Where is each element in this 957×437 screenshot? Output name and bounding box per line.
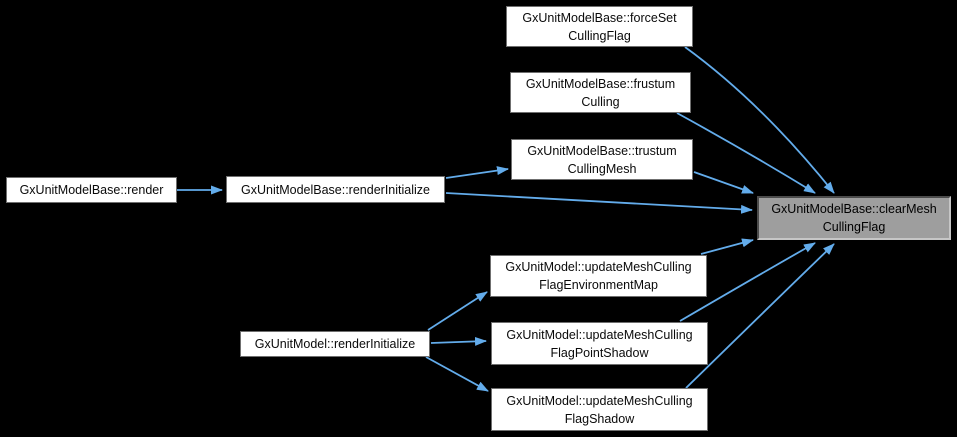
node-update-mesh-culling-flag-shadow[interactable]: GxUnitModel::updateMeshCulling FlagShado… <box>491 388 708 431</box>
node-label-line: GxUnitModelBase::renderInitialize <box>241 182 430 197</box>
edge-environmentmap-to-clearmeshcullingflag <box>700 238 754 255</box>
node-label-line: Culling <box>581 94 620 109</box>
edge-pointshadow-to-clearmeshcullingflag <box>679 242 816 322</box>
node-label-line: FlagEnvironmentMap <box>539 278 658 292</box>
edge-frustumculling-to-clearmeshcullingflag <box>676 112 816 194</box>
node-label-line: FlagShadow <box>564 411 635 426</box>
node-label-line: FlagPointShadow <box>550 345 649 360</box>
node-label-line: GxUnitModelBase::trustum <box>527 143 677 158</box>
node-label-line: GxUnitModelBase::frustum <box>525 76 676 91</box>
edge-renderinitialize-base-to-clearmeshcullingflag <box>445 192 753 214</box>
node-update-mesh-culling-flag-environment-map[interactable]: GxUnitModel::updateMeshCulling FlagEnvir… <box>490 255 707 297</box>
node-label-line: GxUnitModel::updateMeshCulling <box>506 393 693 408</box>
node-render-initialize-base[interactable]: GxUnitModelBase::renderInitialize <box>226 176 445 203</box>
node-label-line: GxUnitModel::updateMeshCulling <box>505 260 692 274</box>
edge-renderinitialize-model-to-shadow <box>425 356 489 392</box>
node-label-line: GxUnitModel::updateMeshCulling <box>506 327 693 342</box>
node-force-set-culling-flag[interactable]: GxUnitModelBase::forceSet CullingFlag <box>506 6 693 47</box>
node-label-line: CullingFlag <box>822 220 886 234</box>
edge-renderinitialize-model-to-environmentmap <box>427 291 488 331</box>
edge-renderinitialize-model-to-pointshadow <box>430 336 487 346</box>
node-update-mesh-culling-flag-point-shadow[interactable]: GxUnitModel::updateMeshCulling FlagPoint… <box>491 322 708 365</box>
node-label-line: CullingMesh <box>567 161 637 176</box>
edge-renderinitialize-base-to-trustumcullingmesh <box>445 166 509 179</box>
node-label-line: GxUnitModelBase::clearMesh <box>771 202 937 216</box>
edge-shadow-to-clearmeshcullingflag <box>685 243 835 389</box>
node-label-line: CullingFlag <box>568 28 631 43</box>
edge-forcesetcullingflag-to-clearmeshcullingflag <box>684 46 835 194</box>
node-frustum-culling[interactable]: GxUnitModelBase::frustum Culling <box>510 72 691 113</box>
node-render[interactable]: GxUnitModelBase::render <box>6 177 177 203</box>
node-clear-mesh-culling-flag[interactable]: GxUnitModelBase::clearMesh CullingFlag <box>757 196 951 240</box>
node-trustum-culling-mesh[interactable]: GxUnitModelBase::trustum CullingMesh <box>511 139 693 180</box>
edge-trustumcullingmesh-to-clearmeshcullingflag <box>693 171 754 194</box>
node-label-line: GxUnitModel::renderInitialize <box>254 337 416 351</box>
node-render-initialize-model[interactable]: GxUnitModel::renderInitialize <box>240 331 430 357</box>
node-label-line: GxUnitModelBase::render <box>19 183 164 197</box>
node-label-line: GxUnitModelBase::forceSet <box>522 10 677 25</box>
